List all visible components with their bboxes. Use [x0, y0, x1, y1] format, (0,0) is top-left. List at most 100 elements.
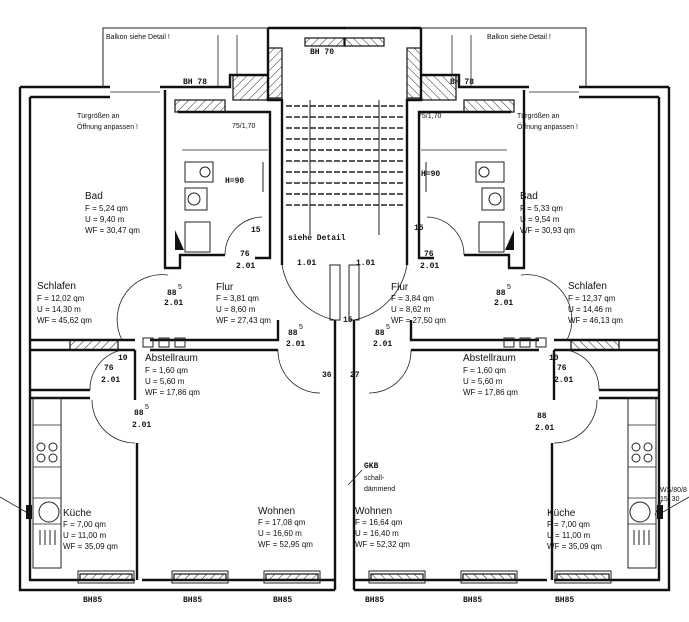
svg-text:F = 5,24 qm: F = 5,24 qm: [85, 204, 128, 213]
svg-text:2.01: 2.01: [420, 262, 439, 271]
svg-text:Küche: Küche: [547, 508, 576, 519]
svg-text:5: 5: [178, 284, 182, 291]
svg-text:2.01: 2.01: [373, 340, 392, 349]
dim-36: 36: [322, 371, 332, 380]
dim-27: 27: [350, 371, 360, 380]
svg-text:2.01: 2.01: [101, 376, 120, 385]
svg-text:88: 88: [537, 412, 547, 421]
svg-text:F = 1,60 qm: F = 1,60 qm: [463, 366, 506, 375]
svg-text:Abstellraum: Abstellraum: [145, 353, 198, 364]
svg-text:15/ 30: 15/ 30: [660, 496, 680, 503]
dim-10-right: 10: [549, 354, 559, 363]
svg-text:76: 76: [240, 250, 250, 259]
svg-text:88: 88: [375, 329, 385, 338]
svg-text:WF = 17,86 qm: WF = 17,86 qm: [463, 388, 518, 397]
svg-text:U = 5,60 m: U = 5,60 m: [145, 377, 185, 386]
svg-text:WF = 45,62 qm: WF = 45,62 qm: [37, 316, 92, 325]
svg-text:5: 5: [145, 404, 149, 411]
svg-text:WF = 52,95 qm: WF = 52,95 qm: [258, 540, 313, 549]
svg-text:Küche: Küche: [63, 508, 92, 519]
svg-text:WF = 35,09 qm: WF = 35,09 qm: [63, 542, 118, 551]
svg-text:76: 76: [424, 250, 434, 259]
svg-text:U = 5,60 m: U = 5,60 m: [463, 377, 503, 386]
dim-101-left: 1.01: [297, 259, 316, 268]
window-label: BH85: [463, 596, 482, 605]
svg-text:2.01: 2.01: [164, 299, 183, 308]
svg-text:U = 8,60 m: U = 8,60 m: [216, 305, 256, 314]
note-tuer-right: Türgrößen an: [517, 113, 560, 120]
dim-window-bad-right: 75/1,70: [418, 113, 441, 120]
window-label: BH85: [83, 596, 102, 605]
svg-text:U = 9,40 m: U = 9,40 m: [85, 215, 125, 224]
note-balkon-right: Balkon siehe Detail !: [487, 34, 551, 41]
svg-text:U = 14,46 m: U = 14,46 m: [568, 305, 612, 314]
svg-text:F = 16,64 qm: F = 16,64 qm: [355, 518, 403, 527]
svg-text:88: 88: [288, 329, 298, 338]
dim-15-right: 15: [414, 224, 424, 233]
label-bh78-right: BH 78: [450, 78, 474, 87]
svg-text:F = 1,60 qm: F = 1,60 qm: [145, 366, 188, 375]
svg-text:WF = 27,43 qm: WF = 27,43 qm: [216, 316, 271, 325]
svg-text:2.01: 2.01: [236, 262, 255, 271]
svg-text:Wohnen: Wohnen: [355, 506, 392, 517]
window-label: BH85: [555, 596, 574, 605]
svg-text:WF = 35,09 qm: WF = 35,09 qm: [547, 542, 602, 551]
svg-text:2.01: 2.01: [494, 299, 513, 308]
svg-text:Schlafen: Schlafen: [568, 281, 607, 292]
svg-text:U = 11,00 m: U = 11,00 m: [63, 531, 107, 540]
svg-text:76: 76: [557, 364, 567, 373]
svg-text:U = 9,54 m: U = 9,54 m: [520, 215, 560, 224]
svg-text:dämmend: dämmend: [364, 486, 395, 493]
note-tuer-left: Türgrößen an: [77, 113, 120, 120]
svg-text:Bad: Bad: [520, 191, 538, 202]
svg-text:GKB: GKB: [364, 462, 379, 471]
dim-15-left: 15: [251, 226, 261, 235]
note-balkon-left: Balkon siehe Detail !: [106, 34, 170, 41]
svg-text:WF = 30,47 qm: WF = 30,47 qm: [85, 226, 140, 235]
svg-text:F = 3,84 qm: F = 3,84 qm: [391, 294, 434, 303]
svg-text:88: 88: [167, 289, 177, 298]
svg-text:WF = 46,13 qm: WF = 46,13 qm: [568, 316, 623, 325]
svg-text:5: 5: [507, 284, 511, 291]
svg-text:F = 12,02 qm: F = 12,02 qm: [37, 294, 85, 303]
svg-text:WF = 27,50 qm: WF = 27,50 qm: [391, 316, 446, 325]
svg-text:WF = 52,32 qm: WF = 52,32 qm: [355, 540, 410, 549]
svg-text:U = 14,30 m: U = 14,30 m: [37, 305, 81, 314]
svg-text:Abstellraum: Abstellraum: [463, 353, 516, 364]
dim-window-bad-left: 75/1,70: [232, 123, 255, 130]
svg-text:88: 88: [496, 289, 506, 298]
dim-h90-left: H=90: [225, 177, 244, 186]
room-schlafen-left: Schlafen F = 12,02 qm U = 14,30 m WF = 45,6…: [37, 281, 92, 325]
room-abstellraum-left: Abstellraum F = 1,60 qm U = 5,60 m WF = 17,…: [145, 353, 200, 397]
svg-text:WF = 30,93 qm: WF = 30,93 qm: [520, 226, 575, 235]
window-label: BH85: [365, 596, 384, 605]
note-tuer-right-2: Öffnung anpassen !: [517, 123, 578, 131]
room-abstellraum-right: Abstellraum F = 1,60 qm U = 5,60 m WF = 17,…: [463, 353, 518, 397]
svg-text:U = 11,00 m: U = 11,00 m: [547, 531, 591, 540]
svg-text:U = 16,40 m: U = 16,40 m: [355, 529, 399, 538]
svg-text:WS/80/8: WS/80/8: [660, 487, 687, 494]
svg-text:5: 5: [386, 324, 390, 331]
svg-text:Bad: Bad: [85, 191, 103, 202]
note-gkb: GKB schall- dämmend: [347, 462, 395, 493]
note-siehe-detail: siehe Detail: [288, 234, 346, 243]
svg-text:F = 3,81 qm: F = 3,81 qm: [216, 294, 259, 303]
svg-text:U = 8,62 m: U = 8,62 m: [391, 305, 431, 314]
dim-h90-right: H=90: [421, 170, 440, 179]
svg-text:U = 16,60 m: U = 16,60 m: [258, 529, 302, 538]
svg-text:Flur: Flur: [216, 282, 234, 293]
svg-text:Schlafen: Schlafen: [37, 281, 76, 292]
svg-text:2.01: 2.01: [554, 376, 573, 385]
svg-text:F = 17,08 qm: F = 17,08 qm: [258, 518, 306, 527]
label-bh78-left: BH 78: [183, 78, 207, 87]
svg-text:Flur: Flur: [391, 282, 409, 293]
svg-text:WF = 17,86 qm: WF = 17,86 qm: [145, 388, 200, 397]
